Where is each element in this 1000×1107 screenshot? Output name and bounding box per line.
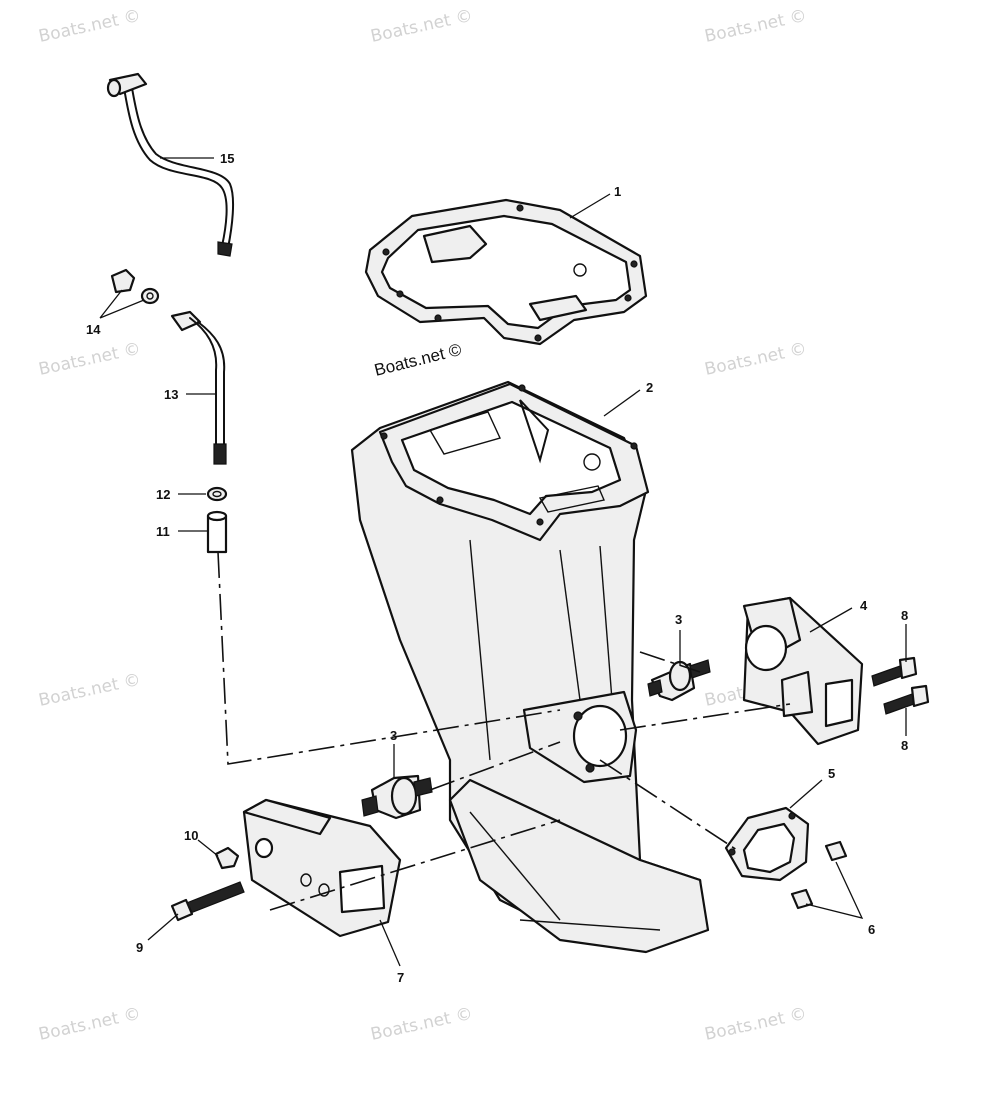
callout-10: 10 (184, 828, 198, 843)
watermark-text: Boats.net © (703, 339, 809, 380)
alignment-lines (217, 551, 791, 911)
callout-1: 1 (614, 184, 621, 199)
part-12-washer (206, 486, 228, 502)
part-7-lower-mount (242, 798, 402, 938)
watermark-text: Boats.net © (369, 1004, 475, 1045)
leader-lines (99, 157, 907, 967)
callout-13: 13 (164, 387, 178, 402)
callout-11: 11 (156, 524, 170, 539)
callout-15: 15 (220, 151, 234, 166)
part-11-bushing (206, 510, 228, 554)
part-6-screws (790, 840, 848, 910)
part-3-lower-rubber-mount (361, 774, 433, 820)
callout-12: 12 (156, 487, 170, 502)
part-9-bolt (170, 881, 245, 922)
watermark-text: Boats.net © (37, 339, 143, 380)
callout-4: 4 (860, 598, 868, 613)
callout-14: 14 (86, 322, 101, 337)
callout-7: 7 (397, 970, 404, 985)
callout-5: 5 (828, 766, 835, 781)
part-14-nut-washer (110, 268, 160, 305)
part-1-gasket (364, 198, 648, 346)
watermark-text: Boats.net © (703, 1004, 809, 1045)
watermark-text: Boats.net © (703, 6, 809, 47)
diagram-caption: Boats.net © (372, 340, 463, 380)
part-2-driveshaft-housing (350, 380, 710, 954)
watermark-text: Boats.net © (37, 670, 143, 711)
watermark-text: Boats.net © (37, 1004, 143, 1045)
watermark-text: Boats.net © (37, 6, 143, 47)
callout-numbers: 1 2 3 3 4 5 6 7 8 8 9 10 11 12 13 14 15 (86, 151, 908, 985)
part-4-upper-mount (742, 596, 864, 746)
part-10-nut (214, 846, 240, 870)
part-13-lower-shift-rod (170, 310, 227, 465)
callout-3-lower: 3 (390, 728, 397, 743)
callout-6: 6 (868, 922, 875, 937)
part-3-upper-rubber-mount (647, 659, 711, 702)
watermark-text: Boats.net © (369, 6, 475, 47)
callout-9: 9 (136, 940, 143, 955)
callout-2: 2 (646, 380, 653, 395)
part-8-bolts (871, 656, 930, 715)
part-15-shift-rod (106, 72, 235, 257)
callout-3-upper: 3 (675, 612, 682, 627)
callout-8-upper: 8 (901, 608, 908, 623)
part-5-cover-plate (724, 806, 810, 882)
callout-8-lower: 8 (901, 738, 908, 753)
